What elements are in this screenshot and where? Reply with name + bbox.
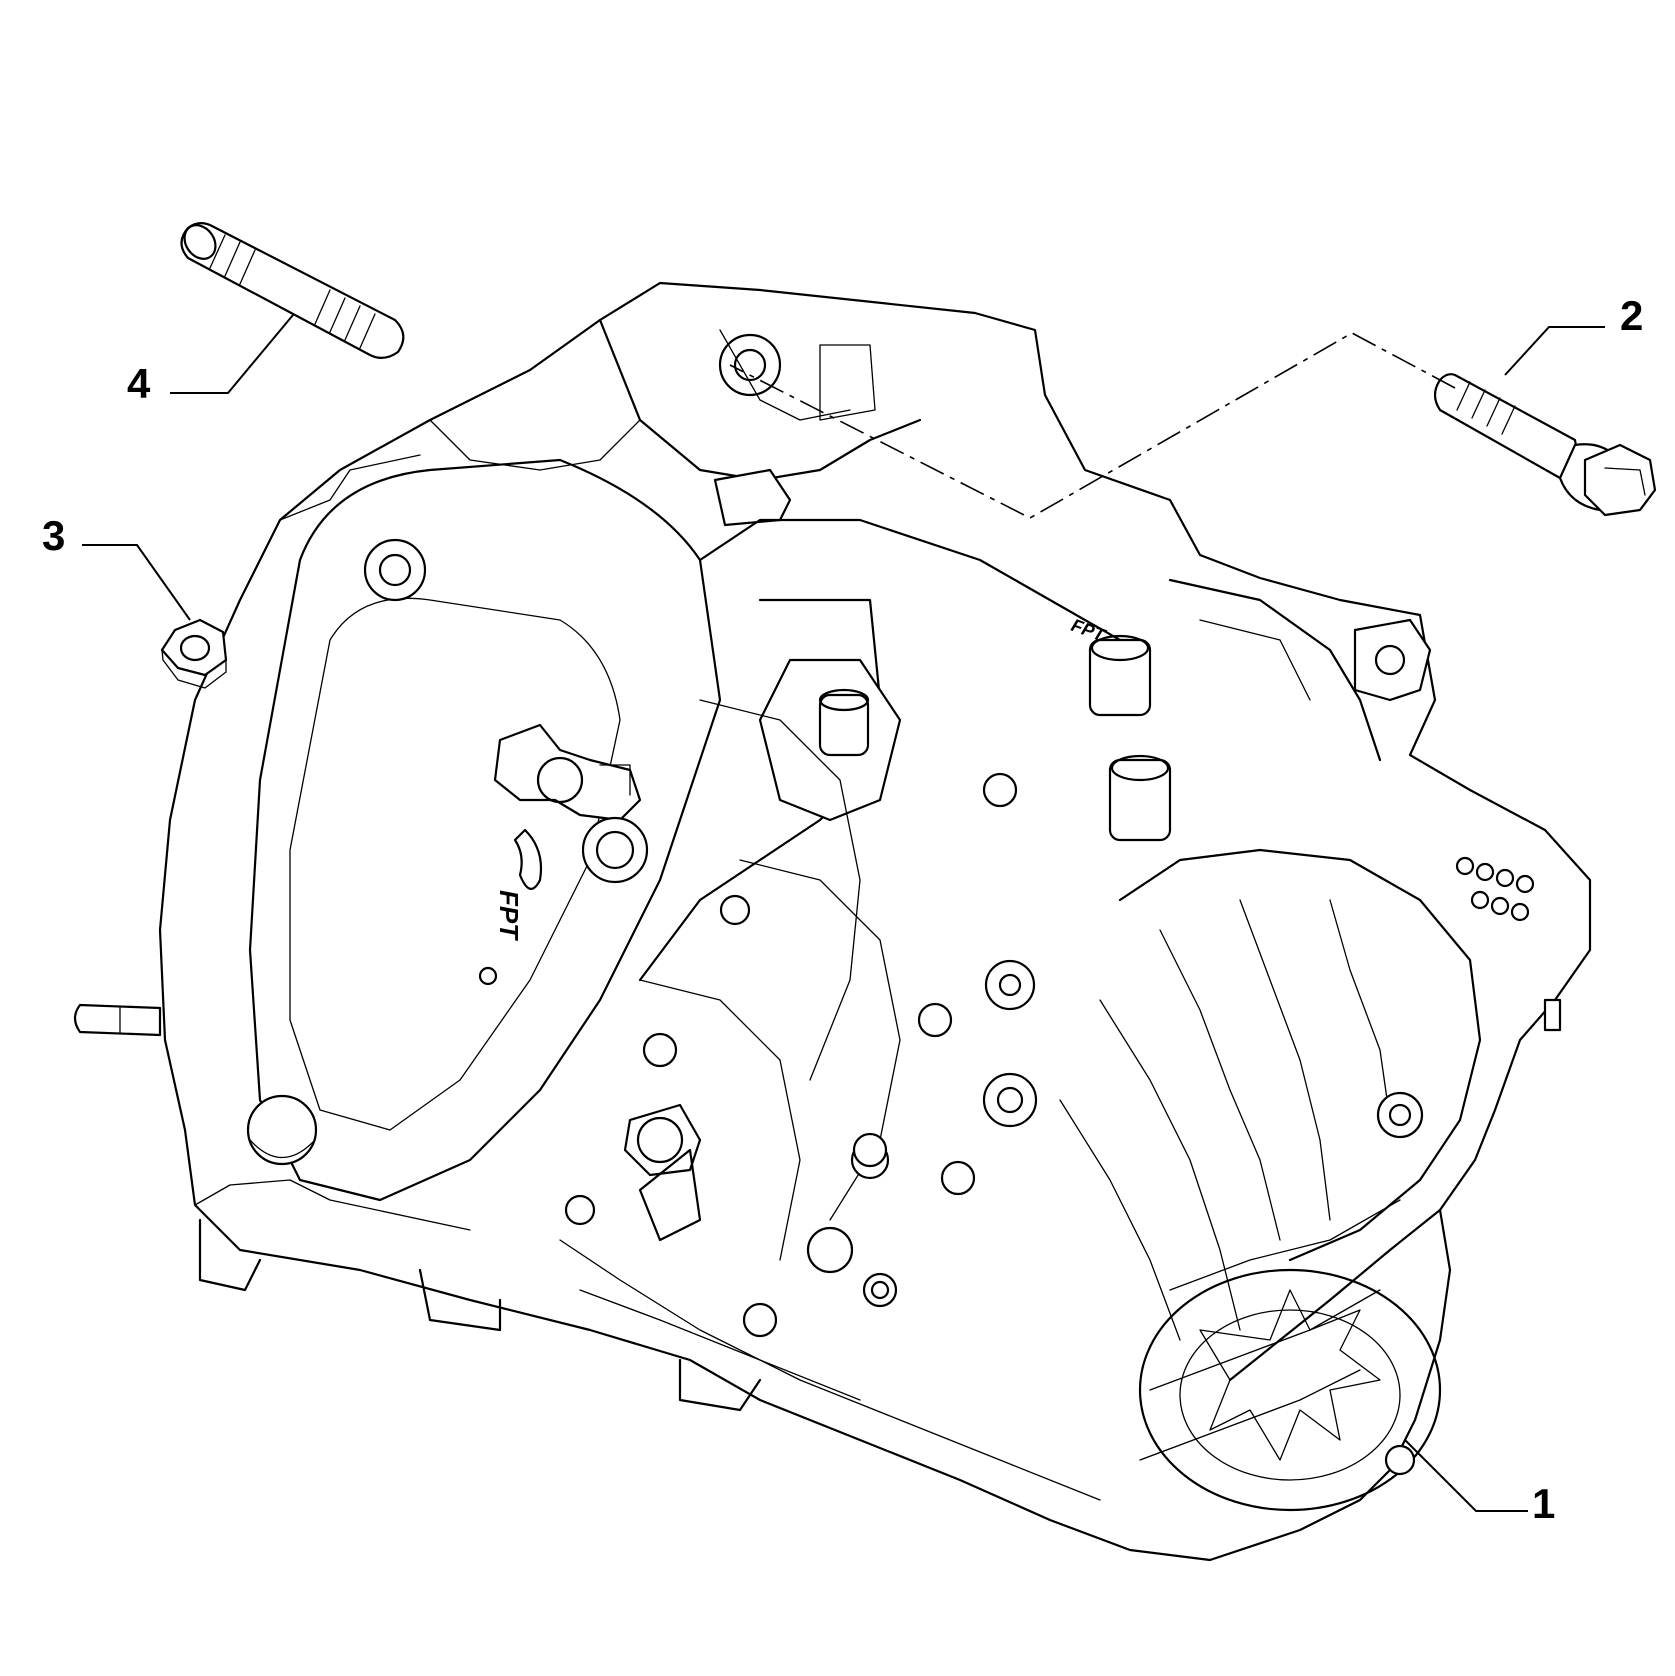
callout-2: 2	[1620, 292, 1643, 339]
assembly-line-2	[729, 332, 1456, 519]
leader-4	[170, 314, 294, 394]
svg-text:FPT: FPT	[494, 890, 524, 941]
bolt-part-2	[1433, 373, 1657, 517]
nut-part-3	[160, 618, 228, 689]
differential-cover	[1138, 1268, 1442, 1512]
housing-outline	[158, 281, 1592, 1562]
callout-3: 3	[42, 512, 65, 559]
fpt-logo: FPT	[494, 890, 524, 941]
callout-1: 1	[1532, 1480, 1555, 1527]
speed-sensor	[493, 723, 649, 884]
leader-1	[1404, 1439, 1528, 1512]
leader-3	[82, 544, 191, 621]
callout-4: 4	[127, 360, 151, 407]
side-stud	[73, 1003, 162, 1037]
bell-housing-face	[248, 458, 722, 1202]
transmission-housing: FPT FPT	[73, 281, 1592, 1562]
leader-2	[1504, 326, 1605, 376]
stud-part-4	[180, 221, 405, 359]
